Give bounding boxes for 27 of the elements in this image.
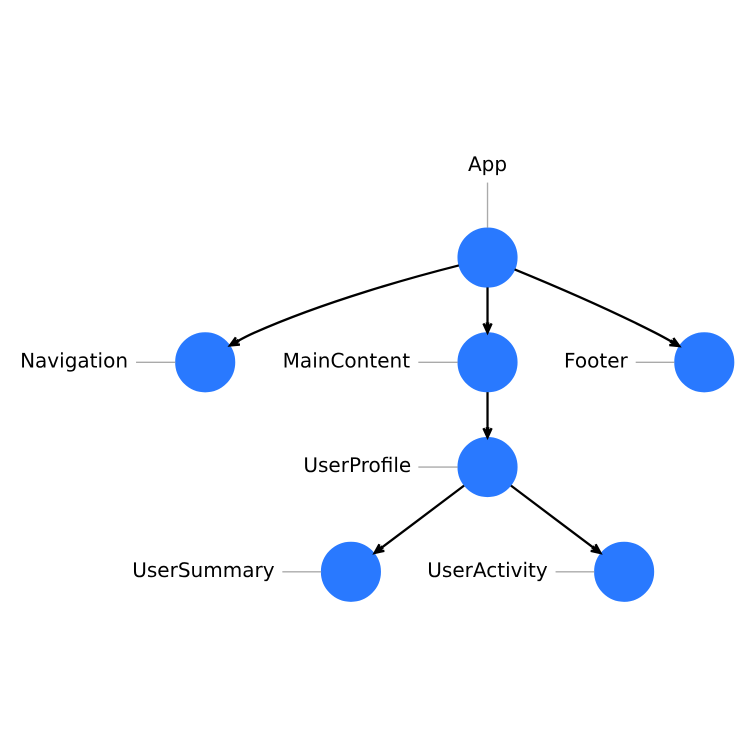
node-circle [674,332,734,392]
node-circle [320,542,381,602]
arrow [510,484,602,554]
arrow [514,268,680,348]
connector [636,362,675,363]
node-circle [457,436,518,498]
connector [418,466,458,468]
node-text: UserSummary [132,558,275,582]
connector [282,571,322,572]
node-circle [457,332,518,392]
connector [556,571,594,572]
node-text: Footer [564,348,628,372]
node-text: Navigation [20,348,128,372]
connector [136,362,176,363]
arrow [373,484,465,554]
node-circle [175,332,236,392]
arrow [482,392,493,439]
connector [418,362,458,363]
arrow [228,264,460,347]
arrow [482,287,493,334]
node-text: UserProfile [303,453,412,478]
node-circle [457,228,518,288]
node-circle [594,542,654,602]
node-text: App [468,152,508,176]
connector [486,182,488,228]
node-text: MainContent [282,348,410,372]
node-text: UserActivity [427,558,548,582]
